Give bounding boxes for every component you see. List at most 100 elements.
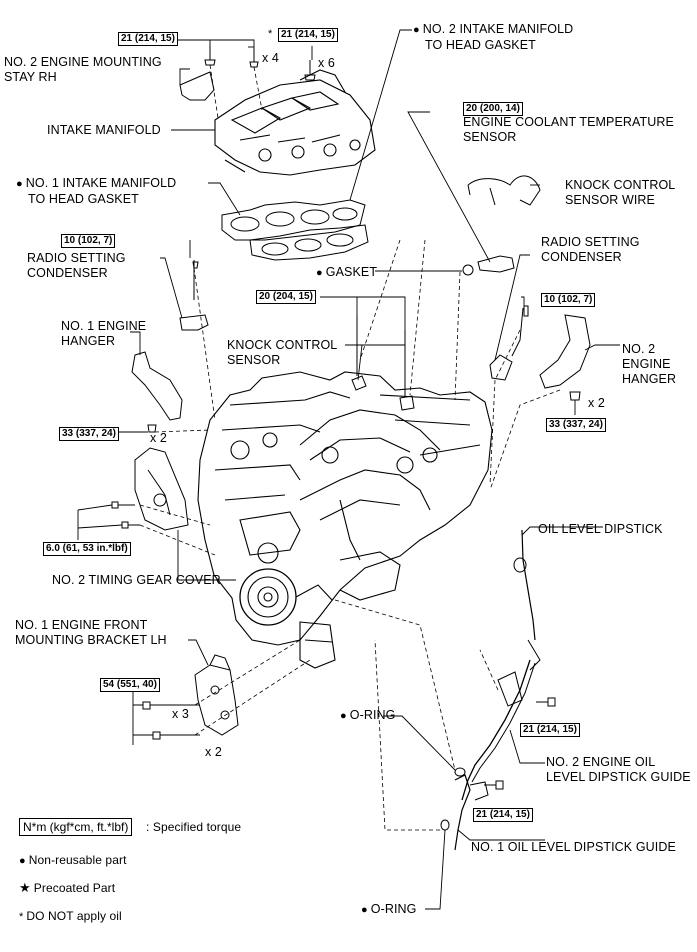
torque-box: 20 (200, 14) <box>463 102 523 116</box>
bolts <box>111 45 581 790</box>
label-line: NO. 2 ENGINE OIL <box>546 755 656 769</box>
label-no2-engine-hanger: NO. 2 ENGINE HANGER <box>622 342 676 387</box>
label-line: STAY RH <box>4 70 57 84</box>
non-reusable-marker: ● <box>361 904 368 916</box>
torque-box: 21 (214, 15) <box>473 808 533 822</box>
torque-box: 54 (551, 40) <box>100 678 160 692</box>
label-line: NO. 1 INTAKE MANIFOLD <box>25 176 177 190</box>
label-line: KNOCK CONTROL <box>227 338 338 352</box>
label-no2-timing-gear-cover: NO. 2 TIMING GEAR COVER <box>52 573 221 587</box>
torque-box: 10 (102, 7) <box>61 234 116 248</box>
label-line: GASKET <box>325 265 378 279</box>
engine-hanger-2 <box>539 314 591 389</box>
label-line: SENSOR <box>463 130 517 144</box>
coolant-sensor <box>477 255 515 273</box>
manifold-gasket-1 <box>221 199 366 241</box>
label-no2-intake-manifold-gasket: ●NO. 2 INTAKE MANIFOLD TO HEAD GASKET <box>413 22 573 53</box>
dashed-guides <box>139 64 561 831</box>
legend-text: Precoated Part <box>33 881 116 895</box>
torque-box: 10 (102, 7) <box>541 293 596 307</box>
quantity-label: x 4 <box>262 51 279 65</box>
label-line: KNOCK CONTROL <box>565 178 676 192</box>
label-line: TO HEAD GASKET <box>425 38 536 52</box>
dipstick-guide-1 <box>454 774 471 851</box>
label-engine-coolant-temperature-sensor: ENGINE COOLANT TEMPERATURE SENSOR <box>463 115 674 145</box>
oil-dipstick <box>521 529 536 641</box>
engine-hanger-1 <box>131 351 183 421</box>
label-line: SENSOR <box>227 353 281 367</box>
front-bracket <box>194 664 239 736</box>
legend-text: Non-reusable part <box>28 853 127 867</box>
leader-lines <box>77 29 620 910</box>
no-oil-marker: * <box>19 911 24 923</box>
radio-condenser-left <box>179 314 209 331</box>
label-line: O-RING <box>349 708 396 722</box>
legend-precoated: ★Precoated Part <box>19 880 115 896</box>
quantity-label: x 6 <box>318 56 335 70</box>
no-oil-marker: * <box>268 28 273 40</box>
torque-box: 33 (337, 24) <box>59 427 119 441</box>
label-no1-engine-front-mounting-bracket: NO. 1 ENGINE FRONT MOUNTING BRACKET LH <box>15 618 167 648</box>
label-line: NO. 2 INTAKE MANIFOLD <box>422 22 574 36</box>
label-no1-oil-level-dipstick-guide: NO. 1 OIL LEVEL DIPSTICK GUIDE <box>471 840 676 854</box>
label-o-ring-top: ●O-RING <box>340 708 396 724</box>
label-line: ENGINE COOLANT TEMPERATURE <box>463 115 674 129</box>
torque-box: 21 (214, 15) <box>278 28 338 42</box>
legend-text: DO NOT apply oil <box>26 909 122 923</box>
legend-torque-desc: : Specified torque <box>146 820 242 834</box>
label-no2-engine-mounting-stay: NO. 2 ENGINE MOUNTING STAY RH <box>4 55 162 85</box>
label-line: MOUNTING BRACKET LH <box>15 633 167 647</box>
quantity-label: x 2 <box>150 431 167 445</box>
non-reusable-marker: ● <box>413 24 420 36</box>
non-reusable-marker: ● <box>16 178 23 190</box>
quantity-label: x 3 <box>172 707 189 721</box>
label-knock-control-sensor: KNOCK CONTROL SENSOR <box>227 338 337 368</box>
non-reusable-marker: ● <box>316 267 323 279</box>
radio-condenser-right <box>489 354 513 381</box>
non-reusable-marker: ● <box>340 710 347 722</box>
quantity-label: x 2 <box>205 745 222 759</box>
label-radio-setting-condenser-left: RADIO SETTING CONDENSER <box>27 251 126 281</box>
engine-block <box>197 371 493 669</box>
label-line: HANGER <box>622 372 677 386</box>
torque-box: 20 (204, 15) <box>256 290 316 304</box>
legend-torque-unit: N*m (kgf*cm, ft.*lbf) <box>19 818 133 836</box>
label-gasket: ●GASKET <box>316 265 377 281</box>
label-line: RADIO SETTING <box>27 251 126 265</box>
non-reusable-marker: ● <box>19 855 26 867</box>
label-line: ENGINE <box>622 357 671 371</box>
label-line: CONDENSER <box>27 266 108 280</box>
label-knock-control-sensor-wire: KNOCK CONTROL SENSOR WIRE <box>565 178 675 208</box>
legend-no-oil: *DO NOT apply oil <box>19 909 122 925</box>
label-line: LEVEL DIPSTICK GUIDE <box>546 770 691 784</box>
label-no1-engine-hanger: NO. 1 ENGINE HANGER <box>61 319 146 349</box>
label-line: NO. 2 ENGINE MOUNTING <box>4 55 162 69</box>
label-line: TO HEAD GASKET <box>28 192 139 206</box>
label-oil-level-dipstick: OIL LEVEL DIPSTICK <box>538 522 663 536</box>
label-radio-setting-condenser-right: RADIO SETTING CONDENSER <box>541 235 640 265</box>
torque-box: 33 (337, 24) <box>546 418 606 432</box>
label-intake-manifold: INTAKE MANIFOLD <box>47 123 161 137</box>
mounting-stay <box>179 71 215 101</box>
label-line: HANGER <box>61 334 116 348</box>
label-line: NO. 1 ENGINE FRONT <box>15 618 148 632</box>
torque-box: 21 (214, 15) <box>118 32 178 46</box>
torque-box: 6.0 (61, 53 in.*lbf) <box>43 542 131 556</box>
label-o-ring-bottom: ●O-RING <box>361 902 417 918</box>
intake-manifold <box>214 69 376 176</box>
precoated-star-icon: ★ <box>19 880 31 895</box>
timing-gear-cover <box>134 447 189 531</box>
label-line: CONDENSER <box>541 250 622 264</box>
label-line: NO. 2 <box>622 342 656 356</box>
label-no1-intake-manifold-gasket: ●NO. 1 INTAKE MANIFOLD TO HEAD GASKET <box>16 176 176 207</box>
label-no2-engine-oil-level-dipstick-guide: NO. 2 ENGINE OIL LEVEL DIPSTICK GUIDE <box>546 755 691 785</box>
manifold-gasket-2 <box>249 224 369 261</box>
label-line: RADIO SETTING <box>541 235 640 249</box>
torque-box: 21 (214, 15) <box>520 723 580 737</box>
label-line: NO. 1 ENGINE <box>61 319 147 333</box>
label-line: O-RING <box>370 902 417 916</box>
knock-wire <box>467 175 541 206</box>
quantity-label: x 2 <box>588 396 605 410</box>
